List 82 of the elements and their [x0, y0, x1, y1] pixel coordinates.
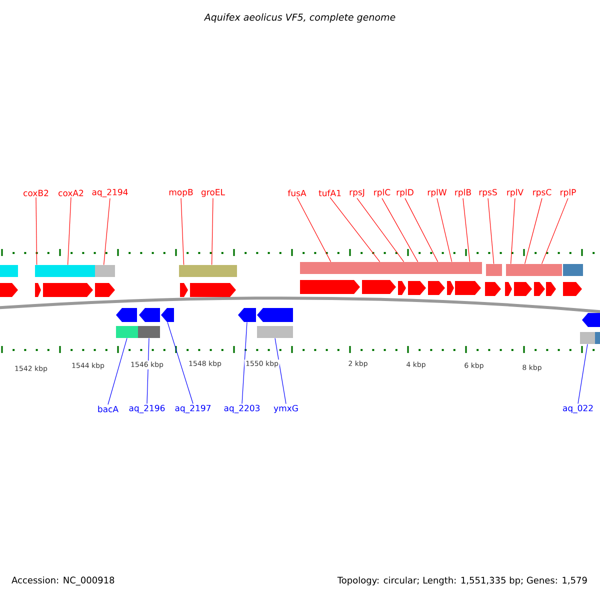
gene-feature: [580, 332, 595, 344]
gene-feature: [595, 332, 600, 344]
gene-feature: [300, 280, 360, 294]
gene-label: aq_2196: [129, 404, 165, 414]
title: Aquifex aeolicus VF5, complete genome: [204, 13, 396, 23]
gene-label: groEL: [201, 189, 225, 197]
leader-line: [68, 197, 72, 266]
leader-line: [436, 198, 452, 262]
gene-feature: [116, 326, 138, 338]
gene-feature: [139, 308, 160, 322]
accession-text: Accession: NC_000918: [12, 576, 114, 586]
gene-label: aq_2197: [175, 404, 211, 414]
leader-line: [462, 198, 470, 262]
gene-label: rplC: [374, 188, 390, 198]
gene-feature: [300, 262, 482, 274]
leader-line: [330, 197, 380, 262]
gene-label: bacA: [98, 406, 118, 412]
gene-feature: [43, 283, 93, 297]
gene-label: rplV: [507, 188, 524, 198]
gene-label: rplD: [396, 188, 414, 198]
gene-feature: [180, 283, 188, 297]
gene-label: rpsS: [479, 188, 497, 198]
gene-feature: [35, 265, 95, 277]
leader-line: [212, 198, 214, 266]
gene-feature: [563, 264, 583, 276]
gene-feature: [514, 282, 532, 296]
leader-line: [180, 198, 184, 266]
gene-feature: [161, 308, 174, 322]
leader-line: [36, 197, 38, 266]
gene-feature: [362, 280, 396, 294]
gene-label: fusA: [288, 190, 306, 196]
gene-label: rpsC: [533, 188, 552, 198]
gene-label: ymxG: [274, 404, 298, 414]
gene-feature: [506, 264, 562, 276]
summary-text: Topology: circular; Length: 1,551,335 bp; Genes: 1,579: [337, 576, 587, 586]
gene-label: mopB: [169, 189, 193, 197]
gene-feature: [447, 281, 454, 295]
gene-feature: [534, 282, 545, 296]
gene-label: rplP: [560, 188, 576, 198]
leader-line: [242, 322, 248, 404]
leader-line: [510, 198, 516, 264]
gene-label: aq_022: [562, 404, 593, 414]
gene-label: aq_2194: [92, 188, 128, 198]
gene-feature: [95, 265, 115, 277]
leader-line: [167, 322, 194, 404]
leader-line: [524, 198, 542, 264]
leader-line: [488, 198, 494, 264]
gene-feature: [582, 313, 600, 327]
leader-line: [356, 198, 404, 262]
gene-feature: [505, 282, 512, 296]
gene-feature: [0, 283, 18, 297]
gene-feature: [486, 264, 502, 276]
gene-feature: [238, 308, 256, 322]
gene-feature: [35, 283, 41, 297]
gene-feature: [95, 283, 115, 297]
gene-feature: [398, 281, 406, 295]
gene-feature: [0, 265, 18, 277]
leader-line: [578, 344, 588, 404]
leader-line: [274, 338, 286, 404]
gene-feature: [408, 281, 426, 295]
leader-line: [108, 338, 128, 405]
gene-feature: [116, 308, 137, 322]
gene-feature: [257, 326, 293, 338]
gene-label: rplB: [455, 188, 471, 198]
leader-line: [296, 197, 332, 262]
gene-feature: [428, 281, 445, 295]
gene-label: coxA2: [58, 190, 84, 196]
gene-feature: [546, 282, 556, 296]
gene-label: aq_2203: [224, 404, 260, 414]
gene-feature: [179, 265, 237, 277]
gene-label: rplW: [428, 188, 447, 198]
gene-feature: [563, 282, 582, 296]
leader-line: [542, 198, 568, 264]
gene-label: tufA1: [318, 190, 341, 196]
leader-line: [382, 198, 418, 262]
gene-feature: [485, 282, 501, 296]
gene-label: coxB2: [24, 190, 48, 196]
gene-label: rpsJ: [350, 189, 364, 197]
leader-line: [104, 198, 110, 266]
gene-feature: [190, 283, 236, 297]
gene-feature: [138, 326, 160, 338]
leader-line: [404, 198, 438, 262]
